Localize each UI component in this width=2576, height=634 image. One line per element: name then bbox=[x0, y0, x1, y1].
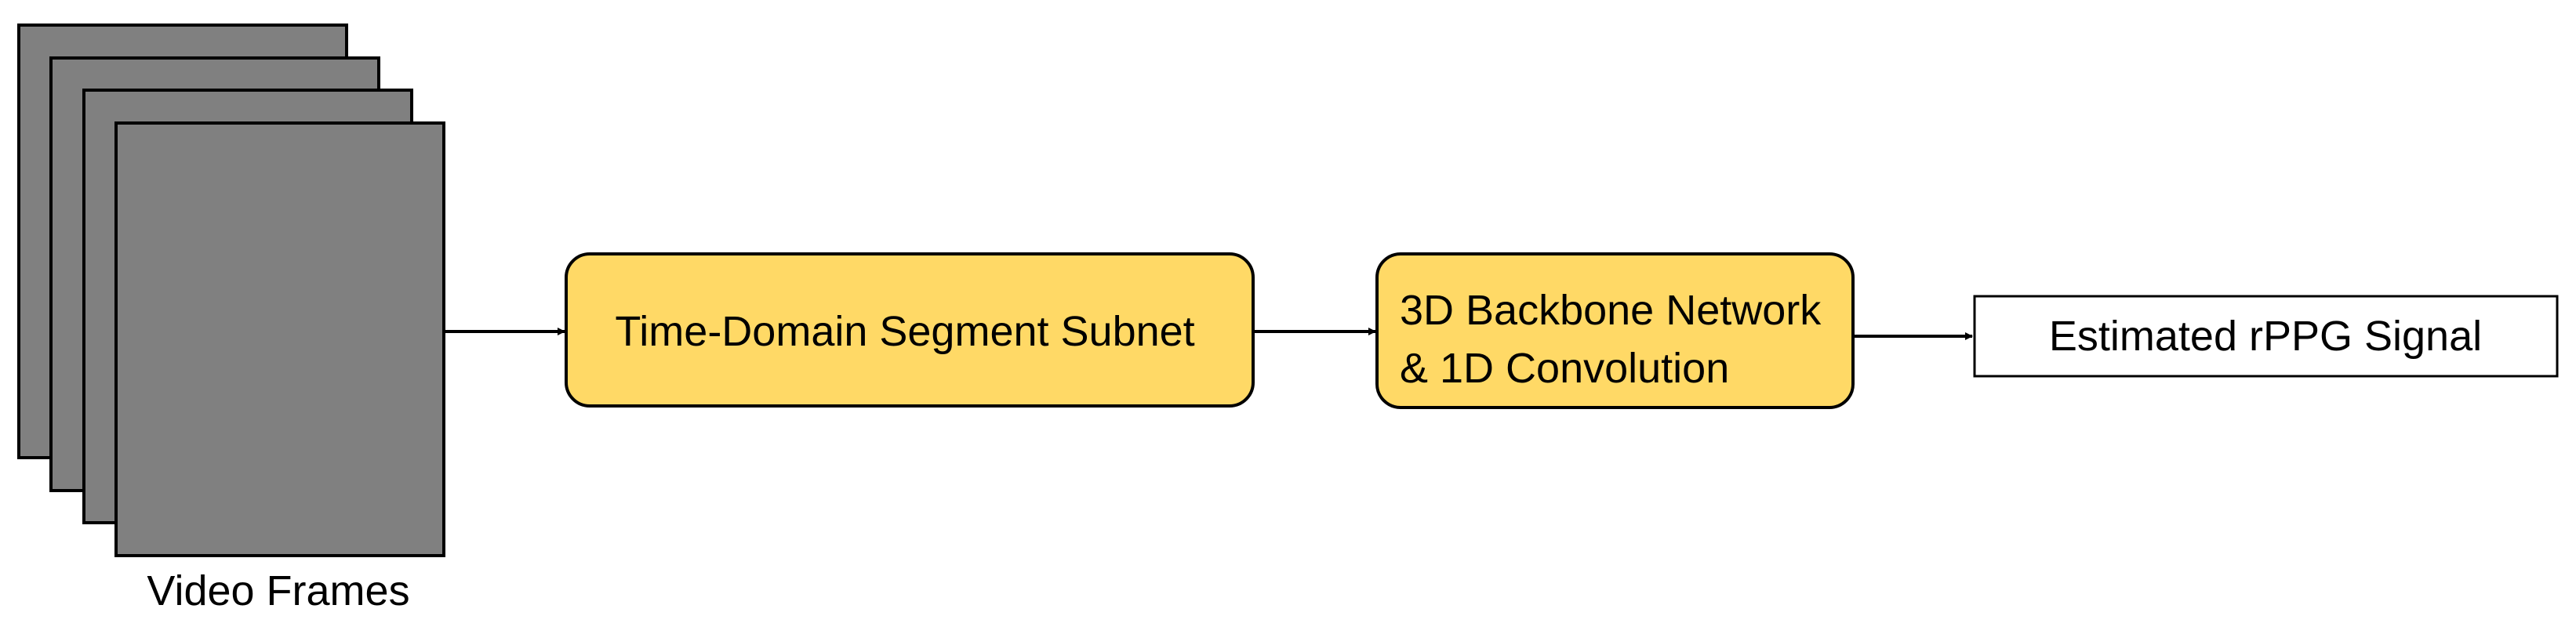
segment-subnet-label: Time-Domain Segment Subnet bbox=[615, 308, 1194, 355]
video-frames-label: Video Frames bbox=[147, 567, 409, 614]
video-frame-1 bbox=[114, 121, 445, 557]
output-label: Estimated rPPG Signal bbox=[2049, 313, 2482, 360]
backbone-block: 3D Backbone Network & 1D Convolution bbox=[1375, 252, 1855, 409]
video-frames-stack bbox=[17, 24, 445, 557]
output-box bbox=[1973, 295, 2559, 378]
segment-subnet-block: Time-Domain Segment Subnet bbox=[565, 252, 1255, 408]
backbone-label-line-2: & 1D Convolution bbox=[1400, 345, 1729, 392]
backbone-box bbox=[1375, 252, 1855, 409]
backbone-label-line-1: 3D Backbone Network bbox=[1400, 287, 1822, 334]
output-block: Estimated rPPG Signal bbox=[1973, 295, 2559, 378]
